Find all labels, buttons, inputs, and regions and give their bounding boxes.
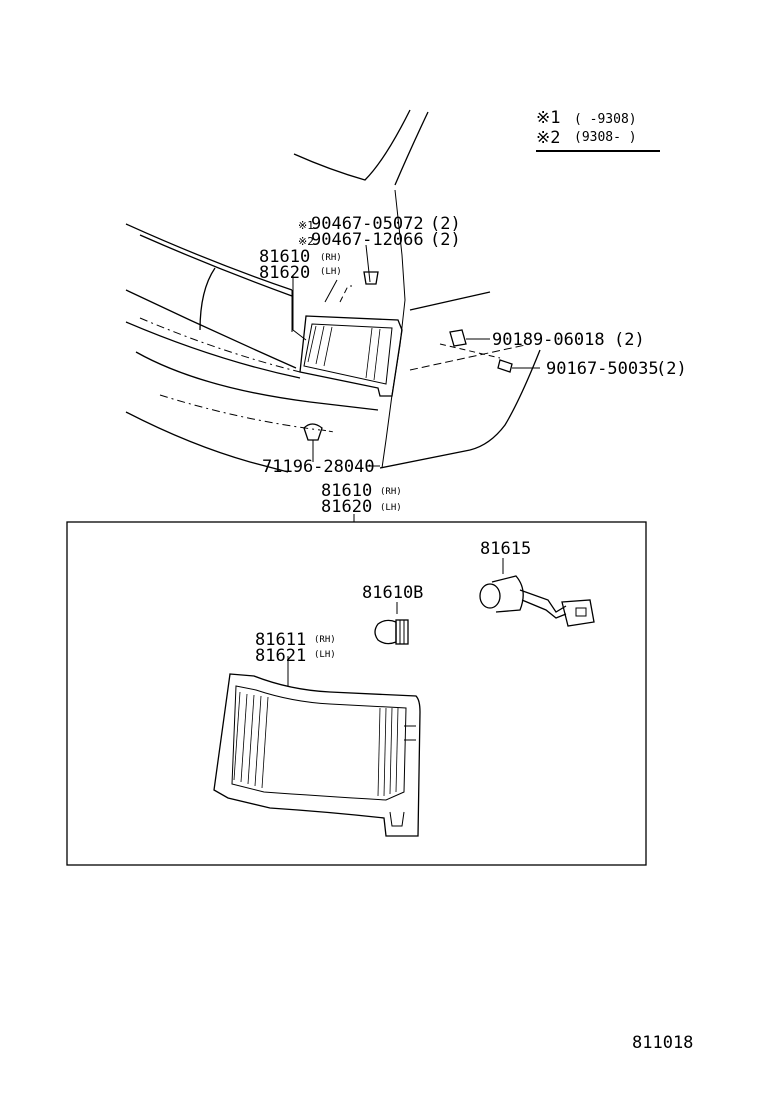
vehicle-front-corner-drawing xyxy=(125,109,541,522)
box-lamp-rh-side: (RH) xyxy=(380,487,402,497)
diagram-code: 811018 xyxy=(632,1033,693,1053)
bolt2-qty: (2) xyxy=(430,230,461,250)
bolt1-qty: (2) xyxy=(430,214,461,234)
lamp-assy-rh-part: 81610 xyxy=(259,247,310,267)
clip-part-number: 71196-28040 xyxy=(262,457,375,477)
nut-qty: (2) xyxy=(614,330,645,350)
socket-drawing xyxy=(479,558,595,627)
bulb-part-number: 81610B xyxy=(362,583,423,603)
legend: ※1 ( -9308) ※2 (9308- ) xyxy=(536,108,660,152)
lamp-assy-lh-side: (LH) xyxy=(320,267,342,277)
lens-lh-part: 81621 xyxy=(255,646,306,666)
socket-part-number: 81615 xyxy=(480,539,531,559)
nut-part-number: 90189-06018 xyxy=(492,330,605,350)
lens-rh-part: 81611 xyxy=(255,630,306,650)
screw-part-number: 90167-50035 xyxy=(546,359,659,379)
bolt1-mark: ※1 xyxy=(298,219,314,232)
legend-mark-2: ※2 xyxy=(536,128,560,148)
legend-mark-1: ※1 xyxy=(536,108,560,128)
bolt2-part-number: 90467-12066 xyxy=(311,230,424,250)
bulb-drawing xyxy=(374,602,409,645)
upper-callouts: ※1 90467-05072 (2) ※2 90467-12066 (2) 81… xyxy=(259,214,687,517)
bolt2-mark: ※2 xyxy=(298,235,314,248)
box-lamp-rh-part: 81610 xyxy=(321,481,372,501)
box-lamp-lh-side: (LH) xyxy=(380,503,402,513)
lamp-assy-lh-part: 81620 xyxy=(259,263,310,283)
bolt1-part-number: 90467-05072 xyxy=(311,214,424,234)
lamp-assy-rh-side: (RH) xyxy=(320,253,342,263)
box-lamp-lh-part: 81620 xyxy=(321,497,372,517)
exploded-view-box xyxy=(66,521,647,866)
lens-drawing xyxy=(213,656,421,837)
lens-rh-side: (RH) xyxy=(314,635,336,645)
exploded-parts: 81615 81610B xyxy=(213,539,595,837)
screw-qty: (2) xyxy=(656,359,687,379)
lens-lh-side: (LH) xyxy=(314,650,336,660)
legend-range-1: ( -9308) xyxy=(574,112,637,127)
legend-range-2: (9308- ) xyxy=(574,130,637,145)
